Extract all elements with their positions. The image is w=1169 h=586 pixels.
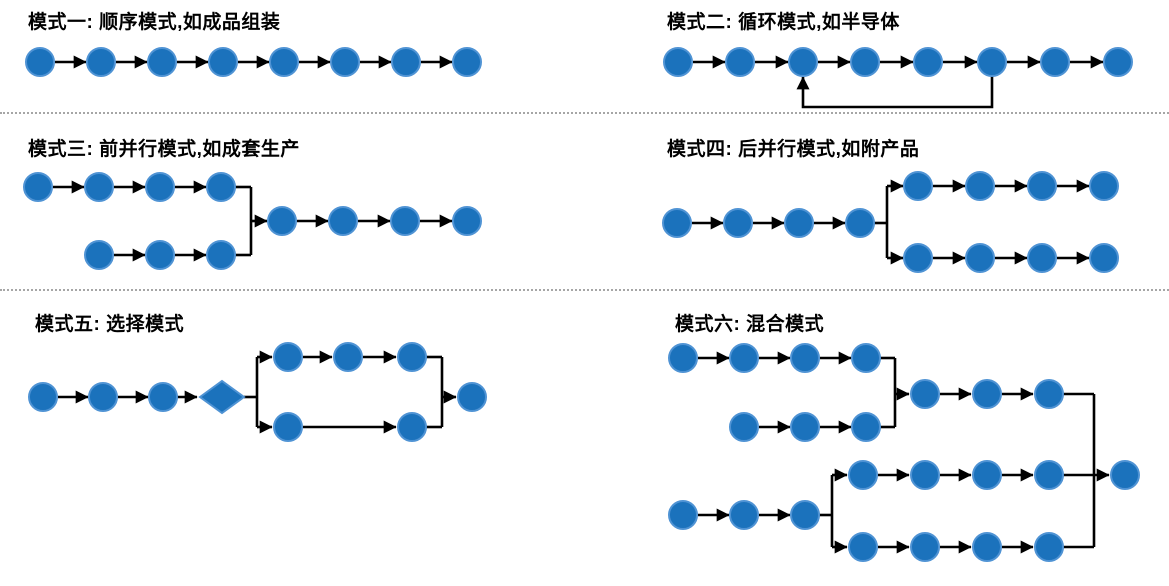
process-step-node (206, 240, 236, 270)
process-step-node (1034, 532, 1064, 562)
process-step-node (729, 412, 759, 442)
process-step-node (397, 342, 427, 372)
process-step-node (972, 379, 1002, 409)
process-step-node (903, 243, 933, 273)
pattern-1-sequential (25, 47, 482, 77)
row-separator (0, 289, 1169, 291)
process-step-node (788, 47, 818, 77)
process-step-node (23, 172, 53, 202)
process-step-node (662, 208, 692, 238)
process-step-node (452, 47, 482, 77)
process-step-node (28, 382, 58, 412)
process-step-node (965, 171, 995, 201)
process-step-node (1089, 243, 1119, 273)
process-step-node (206, 172, 236, 202)
process-step-node (328, 206, 358, 236)
diagram-title-pattern-5: 模式五: 选择模式 (35, 314, 185, 335)
process-step-node (457, 382, 487, 412)
process-step-node (25, 47, 55, 77)
process-step-node (790, 412, 820, 442)
process-step-node (1034, 460, 1064, 490)
process-step-node (1110, 460, 1140, 490)
process-step-node (729, 500, 759, 530)
process-step-node (845, 208, 875, 238)
pattern-4-rear-parallel (662, 171, 1119, 273)
process-step-node (391, 47, 421, 77)
process-step-node (273, 412, 303, 442)
diagram-title-pattern-1: 模式一: 顺序模式,如成品组装 (28, 12, 281, 33)
pattern-3-front-parallel (23, 172, 482, 270)
process-step-node (910, 532, 940, 562)
process-step-node (397, 412, 427, 442)
process-step-node (269, 47, 299, 77)
diagram-title-pattern-2: 模式二: 循环模式,如半导体 (667, 12, 900, 33)
row-separator (0, 112, 1169, 114)
diagram-title-pattern-6: 模式六: 混合模式 (675, 314, 825, 335)
process-step-node (663, 47, 693, 77)
process-step-node (972, 532, 1002, 562)
process-step-node (145, 172, 175, 202)
diagram-title-pattern-4: 模式四: 后并行模式,如附产品 (667, 139, 920, 160)
process-step-node (1034, 379, 1064, 409)
process-step-node (848, 460, 878, 490)
pattern-2-loop (663, 47, 1133, 109)
process-step-node (88, 382, 118, 412)
process-step-node (903, 171, 933, 201)
process-step-node (147, 47, 177, 77)
process-step-node (729, 343, 759, 373)
process-step-node (668, 500, 698, 530)
process-step-node (145, 240, 175, 270)
process-step-node (850, 47, 880, 77)
process-step-node (267, 206, 297, 236)
process-step-node (148, 382, 178, 412)
process-step-node (84, 172, 114, 202)
process-step-node (330, 47, 360, 77)
process-step-node (910, 379, 940, 409)
process-step-node (333, 342, 363, 372)
process-step-node (725, 47, 755, 77)
process-step-node (1103, 47, 1133, 77)
process-step-node (977, 47, 1007, 77)
pattern-6-hybrid (668, 343, 1140, 562)
process-step-node (1040, 47, 1070, 77)
flow-arrow (796, 76, 994, 109)
process-step-node (273, 342, 303, 372)
process-step-node (723, 208, 753, 238)
diagram-title-pattern-3: 模式三: 前并行模式,如成套生产 (28, 139, 300, 160)
process-step-node (452, 206, 482, 236)
process-step-node (668, 343, 698, 373)
process-step-node (208, 47, 238, 77)
process-step-node (851, 343, 881, 373)
process-step-node (1027, 243, 1057, 273)
process-step-node (1027, 171, 1057, 201)
process-step-node (972, 460, 1002, 490)
process-step-node (390, 206, 420, 236)
process-step-node (1089, 171, 1119, 201)
process-step-node (784, 208, 814, 238)
process-step-node (913, 47, 943, 77)
process-step-node (790, 343, 820, 373)
process-step-node (965, 243, 995, 273)
process-step-node (910, 460, 940, 490)
process-step-node (84, 240, 114, 270)
decision-diamond-node (198, 379, 246, 415)
process-step-node (848, 532, 878, 562)
process-step-node (86, 47, 116, 77)
pattern-5-selection (28, 342, 487, 442)
process-step-node (790, 500, 820, 530)
process-step-node (851, 412, 881, 442)
